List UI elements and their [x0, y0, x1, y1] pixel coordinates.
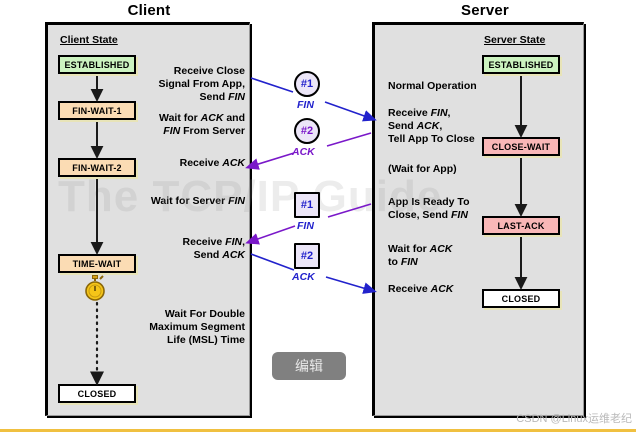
- message-marker-2-ack-square: #2: [294, 243, 320, 269]
- client-state-heading: Client State: [60, 34, 118, 46]
- message-label-1-fin: FIN: [297, 99, 314, 111]
- client-column-title: Client: [127, 2, 171, 19]
- client-state-closed: CLOSED: [58, 384, 136, 403]
- message-label-2-ack-client: ACK: [292, 271, 315, 283]
- client-note-wait-server-fin: Wait for Server FIN: [150, 195, 245, 207]
- client-state-fin-wait-1: FIN-WAIT-1: [58, 101, 136, 120]
- stopwatch-icon: [84, 275, 106, 301]
- client-note-receive-fin-send-ack: Receive FIN,Send ACK: [182, 236, 245, 261]
- server-column-title: Server: [461, 2, 509, 19]
- message-label-1-fin-server: FIN: [297, 220, 314, 232]
- message-marker-2-ack-circle: #2: [294, 118, 320, 144]
- client-state-time-wait: TIME-WAIT: [58, 254, 136, 273]
- server-note-receive-fin: Receive FIN,Send ACK,Tell App To Close: [388, 107, 475, 145]
- client-state-fin-wait-2: FIN-WAIT-2: [58, 158, 136, 177]
- message-label-2-ack: ACK: [292, 146, 315, 158]
- server-state-close-wait: CLOSE-WAIT: [482, 137, 560, 156]
- server-state-established: ESTABLISHED: [482, 55, 560, 74]
- csdn-watermark: CSDN @Linux运维老纪: [516, 413, 632, 425]
- client-panel: [45, 22, 250, 416]
- client-state-established: ESTABLISHED: [58, 55, 136, 74]
- server-note-normal-operation: Normal Operation: [388, 80, 477, 92]
- server-note-receive-ack: Receive ACK: [388, 283, 454, 295]
- server-note-wait-for-app: (Wait for App): [388, 163, 457, 175]
- server-state-last-ack: LAST-ACK: [482, 216, 560, 235]
- server-state-heading: Server State: [484, 34, 546, 46]
- bottom-accent-rule: [0, 429, 636, 432]
- message-marker-1-fin-square: #1: [294, 192, 320, 218]
- client-note-receive-ack: Receive ACK: [179, 157, 245, 169]
- message-marker-1-fin-circle: #1: [294, 71, 320, 97]
- edit-badge[interactable]: 编辑: [272, 352, 346, 380]
- server-state-closed: CLOSED: [482, 289, 560, 308]
